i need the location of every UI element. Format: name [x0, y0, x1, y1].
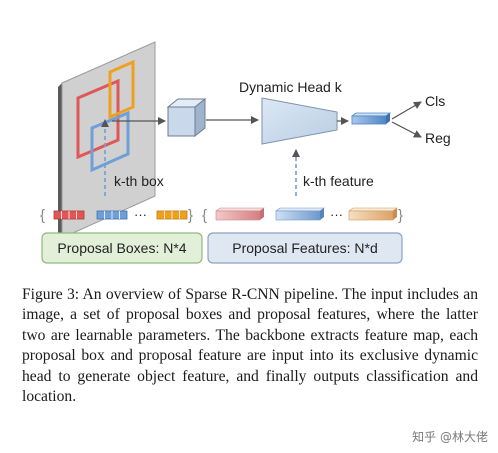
- proposal-feature-vector-red: [215, 207, 265, 221]
- proposal-features-set: { } ···: [202, 207, 403, 224]
- proposal-feature-vector-blue: [275, 207, 325, 221]
- kth-feature-label: k-th feature: [303, 173, 374, 189]
- proposal-box-vector-orange: [156, 210, 188, 220]
- reg-label: Reg: [425, 130, 451, 146]
- feature-map-cube: [166, 97, 207, 138]
- proposal-features-label-box: Proposal Features: N*d: [207, 232, 403, 264]
- proposal-box-ellipsis: ···: [134, 207, 147, 222]
- svg-text:{: {: [40, 207, 45, 224]
- dynamic-head-label: Dynamic Head k: [239, 79, 343, 95]
- cls-label: Cls: [425, 93, 445, 109]
- proposal-box-orange: [108, 59, 135, 120]
- proposal-box-blue: [90, 110, 130, 173]
- proposal-box-vector-blue: [96, 210, 128, 220]
- proposal-boxes-label-box: Proposal Boxes: N*4: [41, 232, 203, 264]
- input-image: [58, 41, 156, 242]
- sparse-rcnn-pipeline-diagram: Dynamic Head k Cls Reg k-th box k-th fea…: [40, 41, 451, 264]
- svg-text:}: }: [398, 207, 403, 224]
- kth-box-label: k-th box: [114, 173, 164, 189]
- figure-caption: Figure 3: An overview of Sparse R-CNN pi…: [22, 286, 478, 406]
- proposal-features-label: Proposal Features: N*d: [232, 240, 378, 256]
- watermark: 知乎 @林大佬: [412, 430, 488, 444]
- proposal-box-red: [76, 78, 120, 160]
- svg-text:{: {: [202, 207, 207, 224]
- proposal-feature-ellipsis: ···: [330, 207, 343, 222]
- arrow-to-reg: [391, 121, 422, 138]
- proposal-boxes-set: { } ···: [40, 207, 193, 224]
- object-feature-bar: [350, 112, 392, 125]
- proposal-box-vector-red: [53, 210, 85, 220]
- arrow-to-cls: [391, 101, 422, 120]
- proposal-feature-vector-orange: [348, 207, 398, 221]
- dynamic-head-trapezoid: [261, 97, 338, 145]
- svg-text:}: }: [188, 207, 193, 224]
- proposal-boxes-label: Proposal Boxes: N*4: [57, 240, 186, 256]
